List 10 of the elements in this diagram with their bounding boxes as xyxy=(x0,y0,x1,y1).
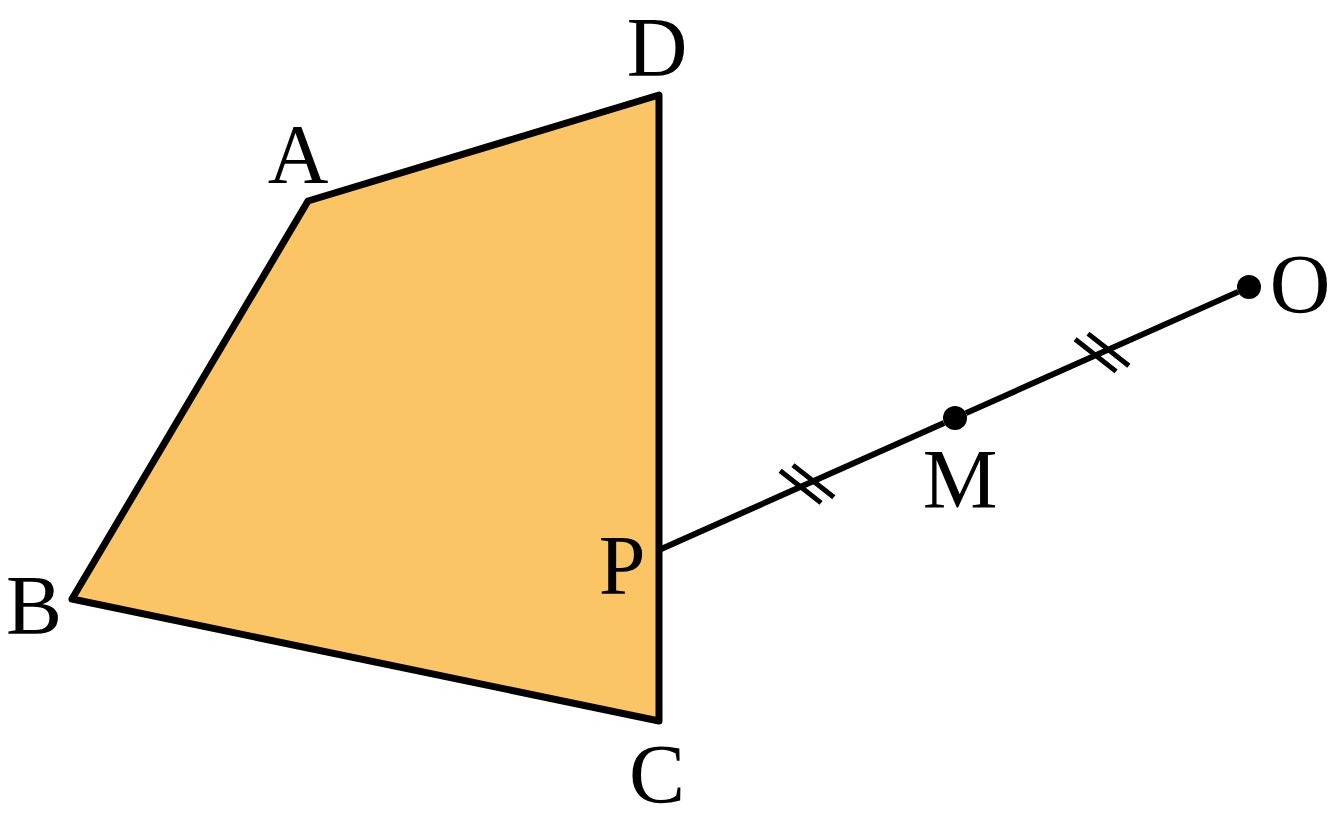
point-label: M xyxy=(922,438,998,522)
vertex-label: C xyxy=(629,733,685,817)
vertex-label: B xyxy=(6,564,62,648)
point-dot xyxy=(1237,275,1261,299)
vertex-label: D xyxy=(626,6,688,90)
point-label: P xyxy=(598,524,646,608)
line-segment xyxy=(964,289,1240,416)
point-dot xyxy=(943,406,967,430)
vertex-label: A xyxy=(267,113,329,197)
point-label: O xyxy=(1269,243,1331,327)
